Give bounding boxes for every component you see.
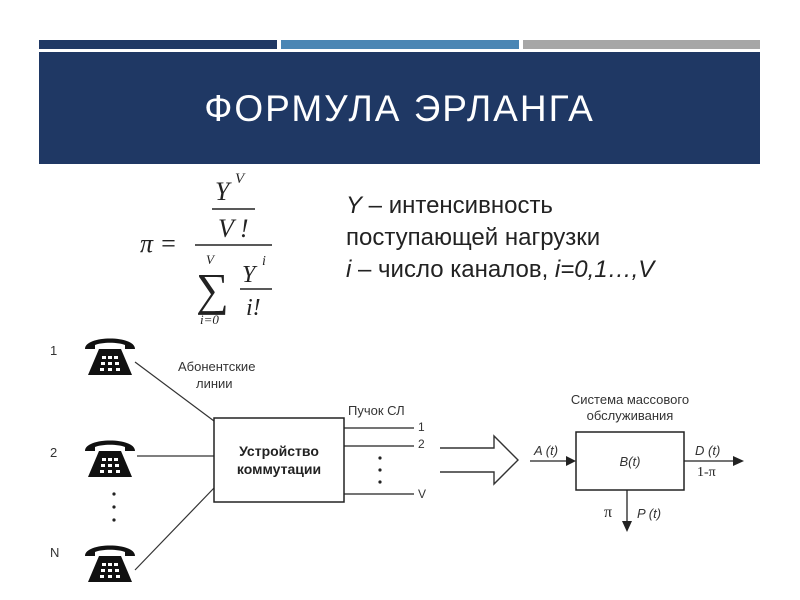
trunk-number-2: 2	[418, 437, 425, 451]
trunk-label: Пучок СЛ	[348, 403, 405, 418]
formula-frac-base: Y	[242, 262, 258, 288]
subscriber-lines-label-2: линии	[196, 376, 233, 391]
phone-ellipsis	[112, 492, 116, 522]
switching-device-box	[213, 417, 345, 503]
input-flow-label: A (t)	[533, 443, 558, 458]
hollow-arrow-icon	[440, 434, 519, 486]
formula-num-exp: V	[235, 171, 246, 187]
legend-line-1: Y – интенсивность	[346, 190, 654, 222]
formula-lhs: π =	[140, 229, 177, 258]
loss-arrowhead	[622, 521, 632, 532]
queue-system-label-2: обслуживания	[587, 408, 674, 423]
formula-num-base: Y	[215, 177, 232, 206]
legend-var-y: Y	[346, 192, 363, 219]
formula-sum-bottom: i=0	[200, 312, 219, 327]
loss-flow-label: P (t)	[637, 506, 661, 521]
trunk-number-1: 1	[418, 420, 425, 434]
input-arrowhead	[566, 456, 576, 466]
legend-i-text: – число каналов,	[351, 256, 555, 283]
header-stripe-gray	[523, 40, 760, 49]
formula-legend: Y – интенсивность поступающей нагрузки i…	[346, 190, 654, 286]
formula-num-v: V !	[218, 214, 249, 243]
subscriber-lines-label-1: Абонентские	[178, 359, 255, 374]
legend-i-range: i=0,1…,V	[554, 256, 655, 283]
telephone-icon	[85, 545, 135, 582]
trunk-lines	[344, 427, 414, 495]
loss-pi-label: π	[604, 504, 612, 521]
slide-title: ФОРМУЛА ЭРЛАНГА	[204, 88, 595, 129]
telephone-icon	[85, 338, 135, 375]
phone-label-1: 1	[50, 343, 57, 358]
legend-line-3: i – число каналов, i=0,1…,V	[346, 254, 654, 286]
formula-sum-sign: ∑	[196, 264, 229, 315]
output-probability: 1-π	[697, 465, 716, 480]
queue-system-label-1: Система массового	[571, 392, 689, 407]
phone-label-2: 2	[50, 445, 57, 460]
queue-system-box	[575, 431, 685, 491]
output-flow-label: D (t)	[695, 443, 720, 458]
output-arrowhead	[733, 456, 744, 466]
formula-frac-exp: i	[262, 254, 266, 269]
queue-box-label: B(t)	[620, 454, 641, 469]
trunk-number-v: V	[418, 487, 426, 501]
legend-y-text: – интенсивность	[362, 192, 553, 219]
legend-line-2: поступающей нагрузки	[346, 224, 601, 251]
subscriber-lines	[134, 361, 215, 571]
formula-sum-top: V	[206, 252, 216, 267]
switch-label-1: Устройство	[239, 443, 319, 459]
telephone-icon	[85, 440, 135, 477]
legend-var-i: i	[346, 256, 352, 283]
header-stripe-blue	[281, 40, 519, 49]
switch-label-2: коммутации	[237, 461, 321, 477]
phone-label-n: N	[50, 545, 59, 560]
title-banner: ФОРМУЛА ЭРЛАНГА	[39, 52, 760, 164]
header-stripe-dark	[39, 40, 277, 49]
trunk-ellipsis	[378, 456, 382, 484]
formula-frac-den: i!	[246, 295, 261, 321]
